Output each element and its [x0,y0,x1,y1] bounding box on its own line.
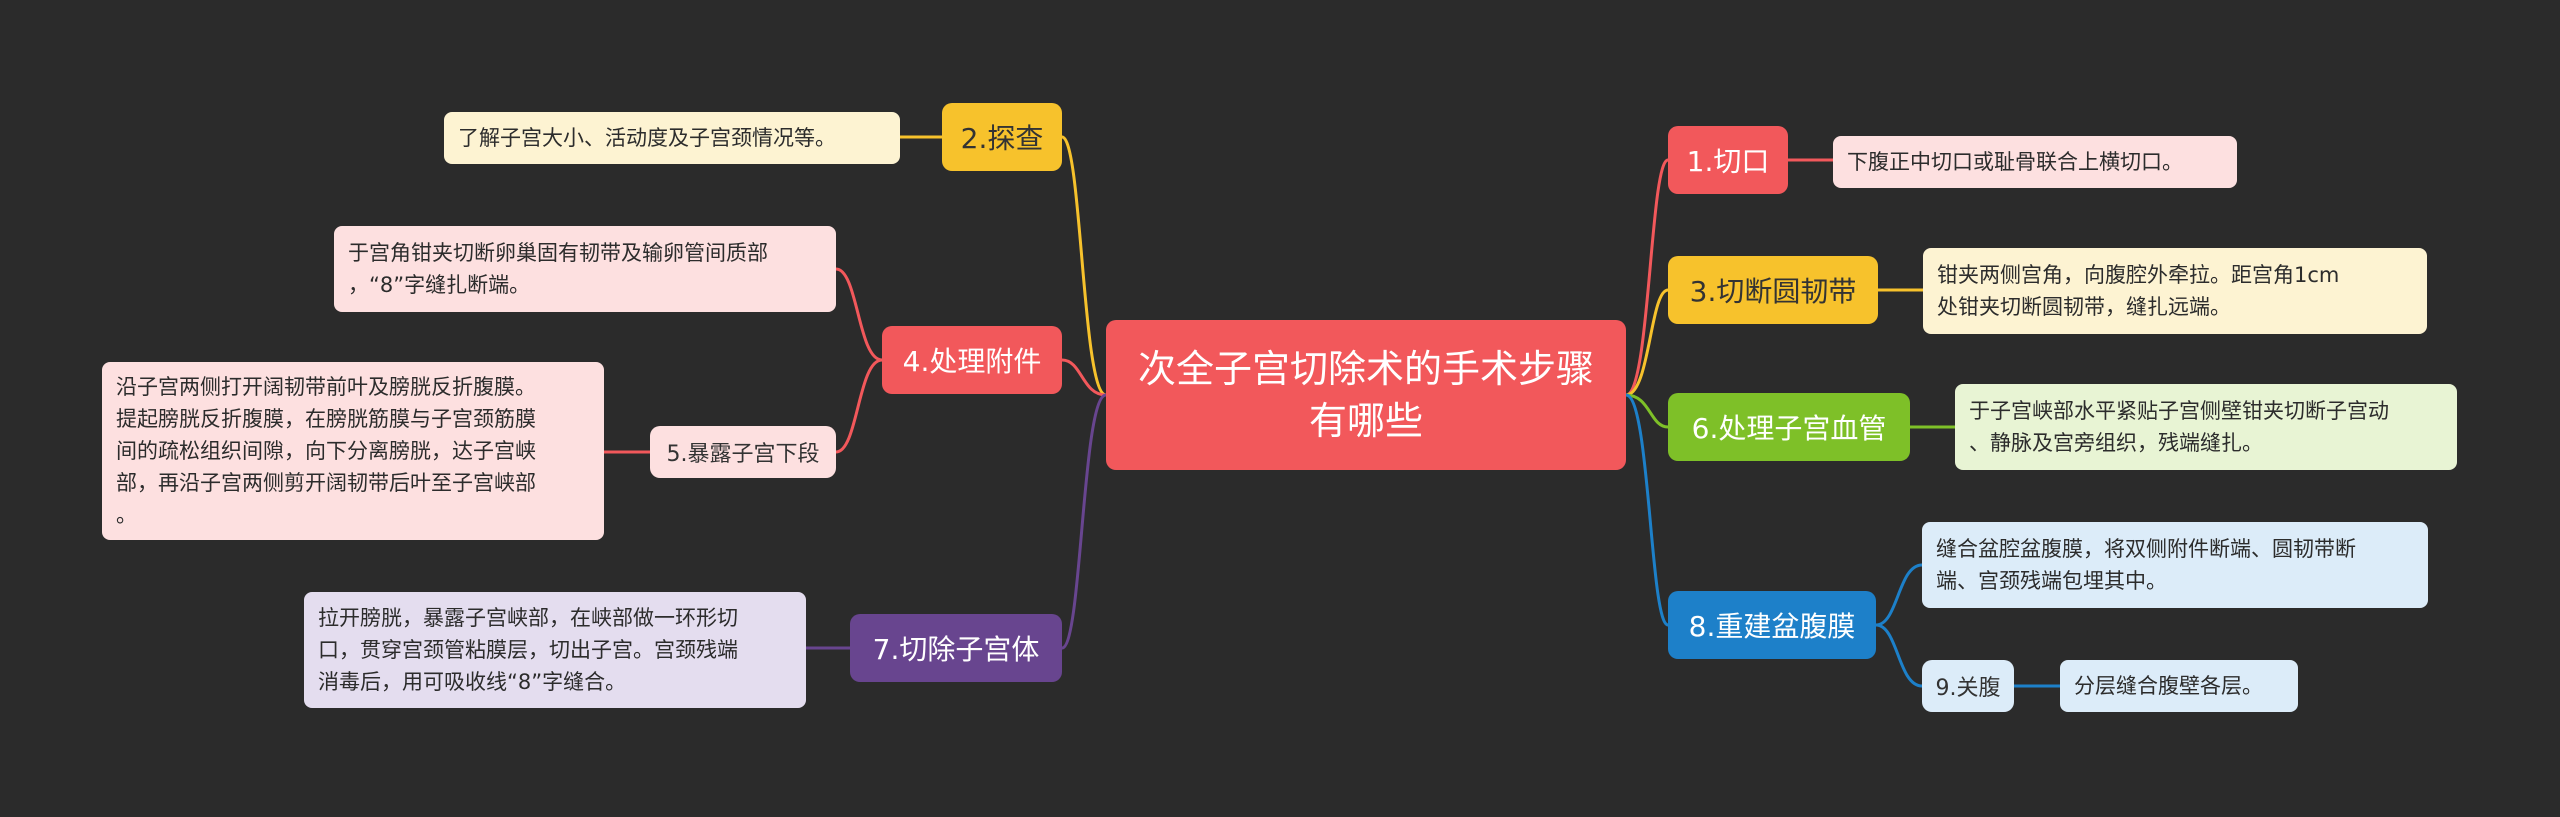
link-step4-step5 [835,358,883,454]
topic-step2-label: 2.探查 [960,122,1044,155]
subtopic-step5[interactable]: 5.暴露子宫下段 [650,426,836,478]
root-title: 次全子宫切除术的手术步骤有哪些 [1137,347,1594,443]
link-step8-step9 [1875,623,1923,688]
subtopic-step9[interactable]: 9.关腹 [1922,660,2014,712]
topic-step6[interactable]: 6.处理子宫血管 [1668,393,1910,461]
topic-step4-label: 4.处理附件 [902,345,1042,378]
link-step4-note [835,267,883,362]
topic-step3-label: 3.切断圆韧带 [1689,275,1857,308]
topic-step7-label: 7.切除子宫体 [872,633,1040,666]
link-root-step4 [1061,358,1107,397]
note-step5: 沿子宫两侧打开阔韧带前叶及膀胱反折腹膜。 提起膀胱反折腹膜，在膀胱筋膜与子宫颈筋… [102,362,604,540]
link-step8-note [1875,563,1923,627]
note-step9: 分层缝合腹壁各层。 [2060,660,2298,712]
note-step3: 钳夹两侧宫角，向腹腔外牵拉。距宫角1cm 处钳夹切断圆韧带，缝扎远端。 [1923,248,2427,334]
link-root-step7 [1061,393,1107,650]
topic-step6-label: 6.处理子宫血管 [1691,412,1887,445]
note-step8: 缝合盆腔盆腹膜，将双侧附件断端、圆韧带断 端、宫颈残端包埋其中。 [1922,522,2428,608]
topic-step8[interactable]: 8.重建盆腹膜 [1668,591,1876,659]
note-step2: 了解子宫大小、活动度及子宫颈情况等。 [444,112,900,164]
note-step7: 拉开膀胱，暴露子宫峡部，在峡部做一环形切 口，贯穿宫颈管粘膜层，切出子宫。宫颈残… [304,592,806,708]
link-root-step1 [1625,158,1670,397]
topic-step1-label: 1.切口 [1686,145,1770,178]
topic-step1[interactable]: 1.切口 [1668,126,1788,194]
topic-step4[interactable]: 4.处理附件 [882,326,1062,394]
link-root-step2 [1061,135,1107,397]
link-root-step3 [1625,288,1669,397]
note-step4: 于宫角钳夹切断卵巢固有韧带及输卵管间质部 ，“8”字缝扎断端。 [334,226,836,312]
topic-step2[interactable]: 2.探查 [942,103,1062,171]
topic-step3[interactable]: 3.切断圆韧带 [1668,256,1878,324]
topic-step7[interactable]: 7.切除子宫体 [850,614,1062,682]
note-step1: 下腹正中切口或耻骨联合上横切口。 [1833,136,2237,188]
topic-step8-label: 8.重建盆腹膜 [1688,610,1856,643]
root-topic[interactable]: 次全子宫切除术的手术步骤有哪些 [1106,320,1626,470]
note-step6: 于子宫峡部水平紧贴子宫侧壁钳夹切断子宫动 、静脉及宫旁组织，残端缝扎。 [1955,384,2457,470]
link-root-step6 [1625,393,1669,429]
link-root-step8 [1625,393,1670,627]
